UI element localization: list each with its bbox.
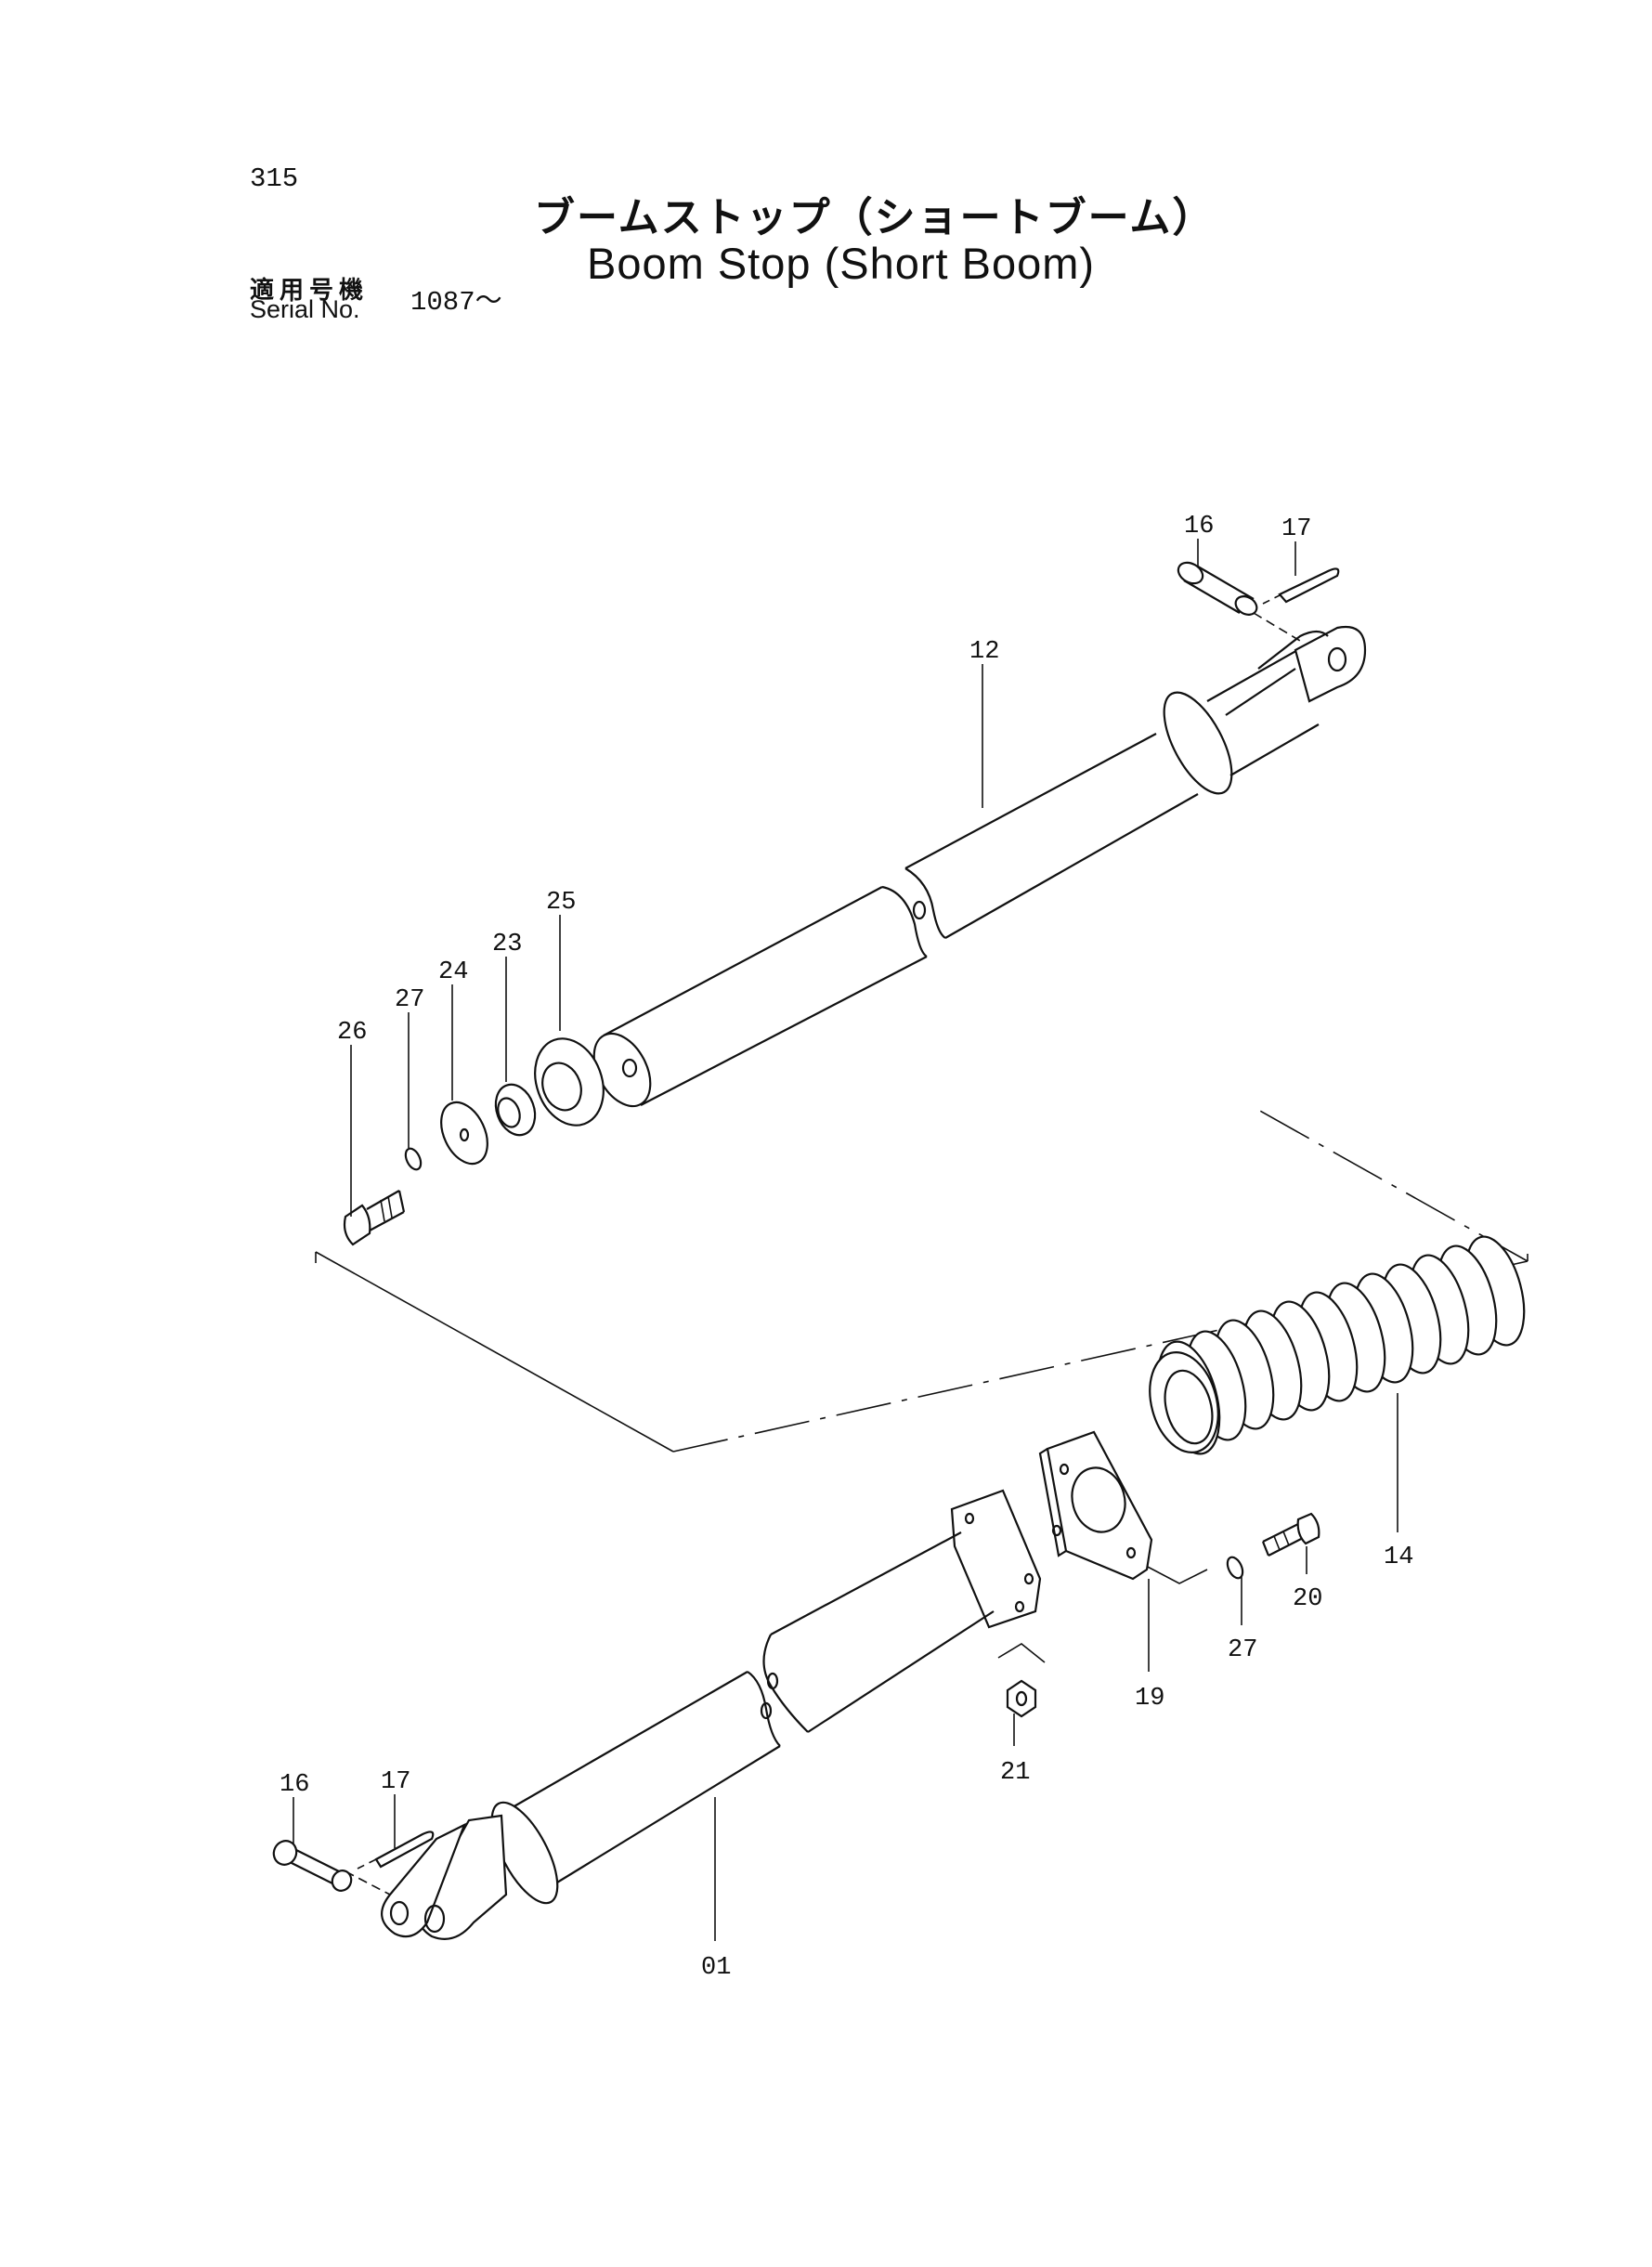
- part-21-nut: [997, 1643, 1046, 1718]
- callout-12: 12: [969, 638, 999, 666]
- part-20-bolt: [1261, 1512, 1320, 1557]
- part-16-pin-top: [1177, 561, 1301, 642]
- callout-26: 26: [337, 1019, 367, 1047]
- callout-23: 23: [492, 931, 522, 958]
- callout-16-bottom: 16: [280, 1771, 309, 1799]
- callout-24: 24: [438, 958, 468, 986]
- assembly-outline: [315, 1109, 1528, 1453]
- part-25-washer: [534, 1037, 605, 1127]
- part-23-bushing: [494, 1083, 537, 1137]
- part-12-rod: [592, 625, 1367, 1108]
- part-17-cotter-pin-top: [1262, 567, 1340, 605]
- part-27-lock-washer-top: [404, 1147, 423, 1171]
- serial-label-english: Serial No.: [250, 295, 360, 323]
- part-14-spring: [1149, 1235, 1526, 1455]
- part-17-cotter-pin-bottom: [357, 1831, 435, 1870]
- page-number: 315: [250, 163, 299, 194]
- callout-17-top: 17: [1281, 515, 1311, 543]
- callout-01: 01: [701, 1954, 731, 1982]
- part-01-cylinder: [345, 1489, 1042, 1940]
- title-english: Boom Stop (Short Boom): [587, 239, 1096, 288]
- callout-20: 20: [1293, 1585, 1322, 1613]
- part-19-flange-plate: [1038, 1430, 1153, 1581]
- callout-21: 21: [1000, 1759, 1030, 1787]
- part-16-pin-bottom: [272, 1840, 353, 1892]
- callout-14: 14: [1384, 1544, 1413, 1571]
- part-24-plate-washer: [440, 1101, 488, 1166]
- callout-27-top: 27: [395, 986, 424, 1014]
- callout-19: 19: [1135, 1685, 1164, 1713]
- callout-25: 25: [546, 889, 576, 917]
- title-japanese: ブームストップ（ショートブーム）: [534, 194, 1216, 241]
- part-26-bolt: [343, 1190, 406, 1246]
- callout-16-top: 16: [1184, 513, 1214, 541]
- callout-27-bottom: 27: [1228, 1636, 1257, 1664]
- serial-number-value: 1087～: [410, 287, 502, 318]
- callout-17-bottom: 17: [381, 1768, 410, 1796]
- part-27-lock-washer-bottom: [1143, 1556, 1244, 1584]
- serial-label-japanese: 適用号機: [250, 277, 370, 305]
